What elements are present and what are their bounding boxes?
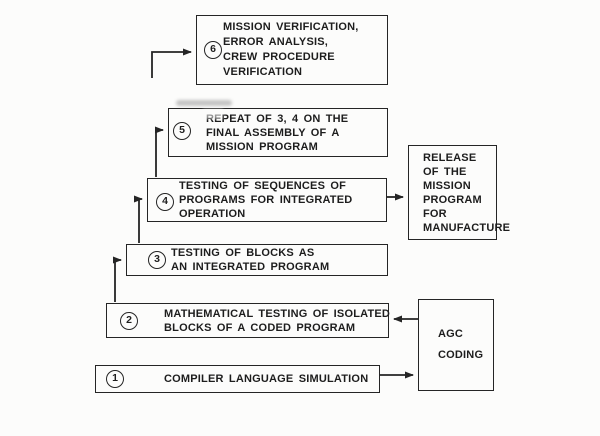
- step-text: COMPILER LANGUAGE SIMULATION: [164, 366, 368, 392]
- step-number-badge: 4: [156, 193, 174, 211]
- step-box-5: 5 REPEAT OF 3, 4 ON THE FINAL ASSEMBLY O…: [168, 108, 388, 157]
- step-text-line: MISSION PROGRAM: [206, 140, 318, 153]
- release-text-line: OF THE: [423, 165, 467, 178]
- step-text-line: REPEAT OF 3, 4 ON THE: [206, 112, 349, 125]
- step-box-4: 4 TESTING OF SEQUENCES OF PROGRAMS FOR I…: [147, 178, 387, 222]
- scan-fade-artifact: [203, 109, 223, 119]
- step-text-line: TESTING OF BLOCKS AS: [171, 247, 315, 259]
- step-number-badge: 6: [204, 41, 222, 59]
- step-number-badge: 5: [173, 122, 191, 140]
- step-number-badge: 3: [148, 251, 166, 269]
- step-text: TESTING OF SEQUENCES OF PROGRAMS FOR INT…: [179, 179, 352, 221]
- step-text-line: VERIFICATION: [223, 66, 303, 78]
- step-text-line: MATHEMATICAL TESTING OF ISOLATED: [164, 307, 391, 320]
- step-text-line: CREW PROCEDURE: [223, 51, 335, 63]
- step-number-badge: 2: [120, 312, 138, 330]
- step-text-line: ERROR ANALYSIS,: [223, 36, 329, 48]
- step-box-3: 3 TESTING OF BLOCKS AS AN INTEGRATED PRO…: [126, 244, 388, 276]
- step-number-badge: 1: [106, 370, 124, 388]
- agc-text: AGC CODING: [438, 300, 483, 390]
- step-text-line: OPERATION: [179, 208, 246, 220]
- release-text-line: FOR: [423, 207, 447, 220]
- agc-text-line: CODING: [438, 349, 484, 361]
- step-text-line: COMPILER LANGUAGE SIMULATION: [164, 373, 369, 385]
- step-box-2: 2 MATHEMATICAL TESTING OF ISOLATED BLOCK…: [106, 303, 390, 338]
- arrow-step2-to-step3: [113, 256, 122, 302]
- step-text-line: TESTING OF SEQUENCES OF: [179, 180, 347, 192]
- step-text-line: FINAL ASSEMBLY OF A: [206, 126, 340, 139]
- step-box-6: 6 MISSION VERIFICATION, ERROR ANALYSIS, …: [196, 15, 388, 85]
- release-text-line: MISSION: [423, 179, 471, 192]
- arrow-step5-to-step6: [151, 48, 192, 78]
- arrow-step3-to-step4: [134, 195, 143, 243]
- release-text-line: MANUFACTURE: [423, 221, 511, 234]
- agc-text-line: AGC: [438, 328, 464, 340]
- step-text: REPEAT OF 3, 4 ON THE FINAL ASSEMBLY OF …: [206, 109, 348, 156]
- step-text-line: PROGRAMS FOR INTEGRATED: [179, 194, 353, 206]
- step-text: TESTING OF BLOCKS AS AN INTEGRATED PROGR…: [171, 245, 329, 275]
- arrow-step4-to-step5: [155, 126, 164, 177]
- step-text: MISSION VERIFICATION, ERROR ANALYSIS, CR…: [223, 16, 359, 84]
- step-text-line: AN INTEGRATED PROGRAM: [171, 261, 330, 273]
- release-text: RELEASE OF THE MISSION PROGRAM FOR MANUF…: [423, 146, 510, 239]
- release-text-line: PROGRAM: [423, 193, 482, 206]
- scan-smudge: [176, 100, 232, 106]
- release-box: RELEASE OF THE MISSION PROGRAM FOR MANUF…: [408, 145, 510, 240]
- step-text: MATHEMATICAL TESTING OF ISOLATED BLOCKS …: [164, 304, 390, 337]
- release-text-line: RELEASE: [423, 151, 477, 164]
- step-box-1: 1 COMPILER LANGUAGE SIMULATION: [95, 365, 380, 393]
- step-text-line: BLOCKS OF A CODED PROGRAM: [164, 321, 356, 334]
- agc-coding-box: AGC CODING: [418, 299, 494, 391]
- step-text-line: MISSION VERIFICATION,: [223, 21, 359, 33]
